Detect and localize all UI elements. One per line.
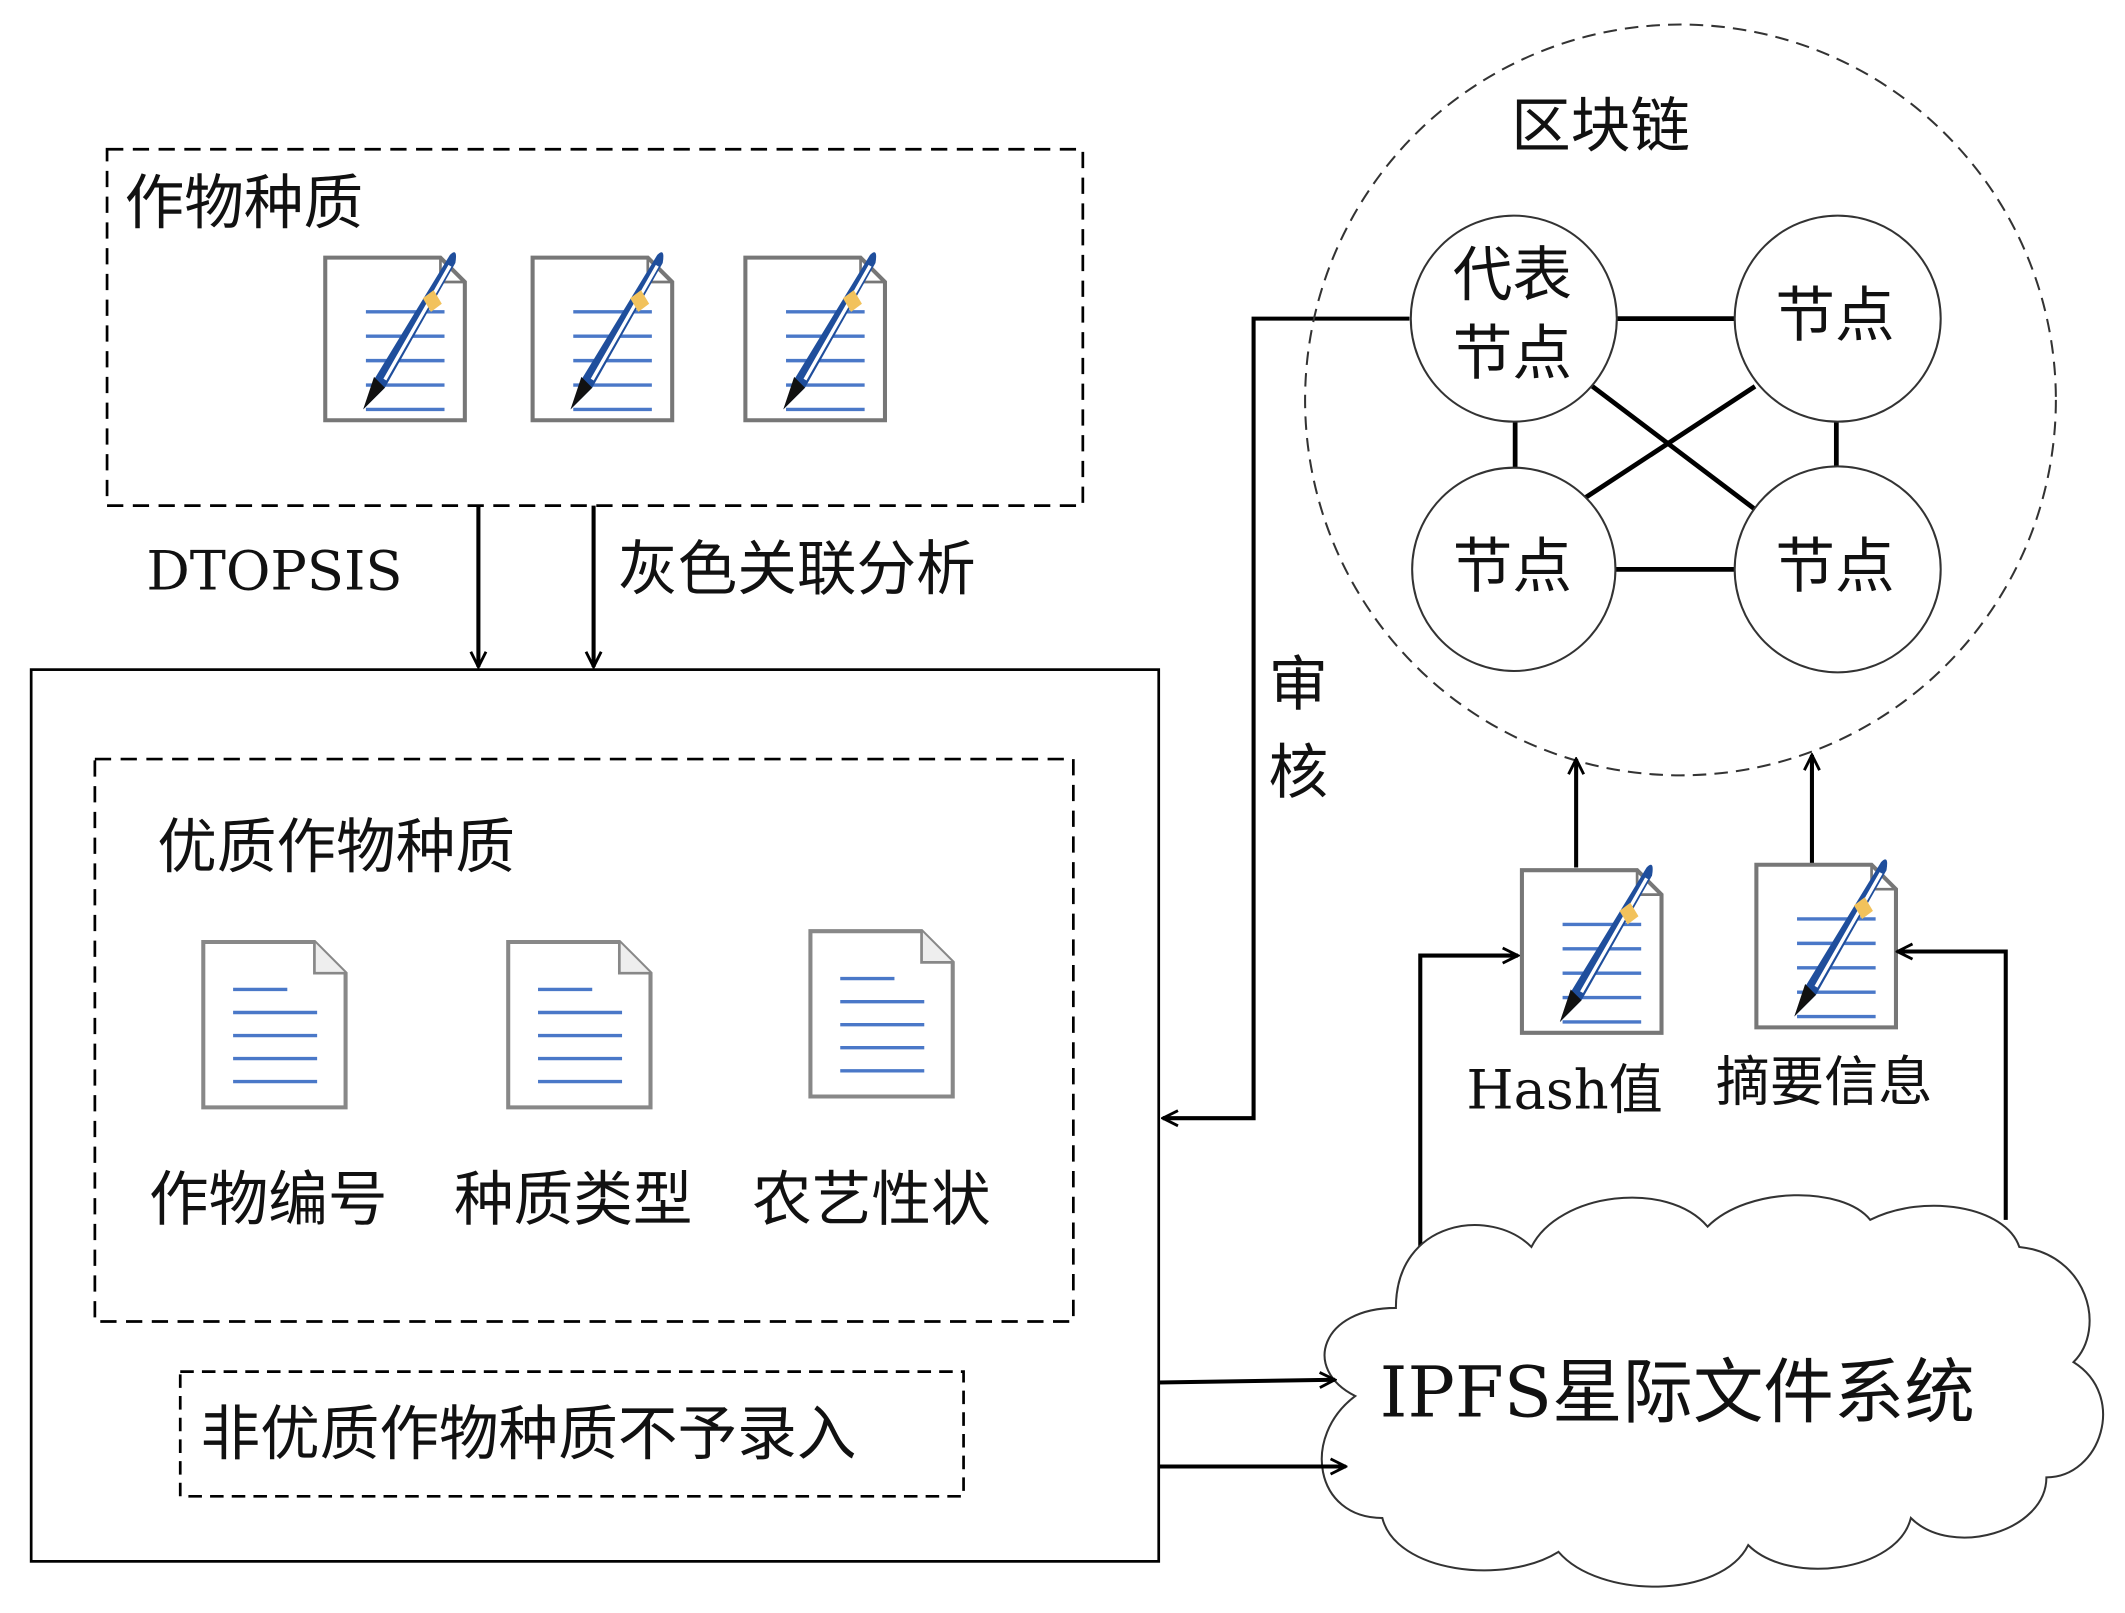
document-pen-icon	[745, 252, 885, 420]
rep-node-label-1: 代表	[1453, 242, 1572, 311]
hash-label: Hash值	[1466, 1059, 1662, 1122]
node	[1411, 466, 1617, 672]
audit-label-1: 审	[1268, 651, 1328, 720]
blockchain-boundary	[1304, 23, 2057, 777]
dtopsis-label: DTOPSIS	[146, 540, 402, 603]
document-icon	[203, 942, 345, 1107]
blockchain-title: 区块链	[1511, 93, 1690, 162]
summary-document-icon	[1756, 859, 1896, 1027]
ipfs-to-summary-connector	[1897, 952, 2008, 1220]
ipfs-label: IPFS星际文件系统	[1380, 1351, 1975, 1433]
document-icon	[508, 942, 650, 1107]
non-quality-label: 非优质作物种质不予录入	[201, 1400, 857, 1469]
node-label: 节点	[1775, 533, 1894, 602]
node-label: 节点	[1775, 282, 1894, 351]
main-box	[29, 668, 1161, 1563]
item-crop-id: 作物编号	[149, 1166, 387, 1235]
audit-label-2: 核	[1268, 739, 1328, 808]
ipfs-cloud	[1320, 1194, 2105, 1588]
ipfs-to-hash-connector	[1418, 956, 1518, 1275]
node-label: 节点	[1453, 533, 1572, 602]
node	[1733, 465, 1942, 674]
rep-node-label-2: 节点	[1453, 320, 1572, 389]
audit-connector	[1163, 316, 1410, 1119]
hash-document-icon	[1522, 865, 1662, 1033]
document-pen-icon	[533, 252, 673, 420]
document-icon	[810, 931, 952, 1096]
summary-label: 摘要信息	[1716, 1051, 1933, 1114]
grey-relational-label: 灰色关联分析	[618, 536, 976, 605]
crop-germplasm-title: 作物种质	[125, 170, 363, 239]
document-pen-icon	[325, 252, 465, 420]
non-quality-box	[178, 1370, 965, 1498]
item-agronomic-traits: 农艺性状	[752, 1166, 991, 1235]
node	[1733, 214, 1942, 423]
item-germplasm-type: 种质类型	[454, 1166, 693, 1235]
crop-germplasm-box	[105, 147, 1085, 507]
quality-germplasm-title: 优质作物种质	[157, 813, 515, 882]
quality-germplasm-box	[93, 757, 1075, 1323]
arrow-to-ipfs-1	[1158, 1380, 1335, 1383]
node-links	[1512, 316, 1839, 572]
representative-node	[1409, 214, 1618, 423]
